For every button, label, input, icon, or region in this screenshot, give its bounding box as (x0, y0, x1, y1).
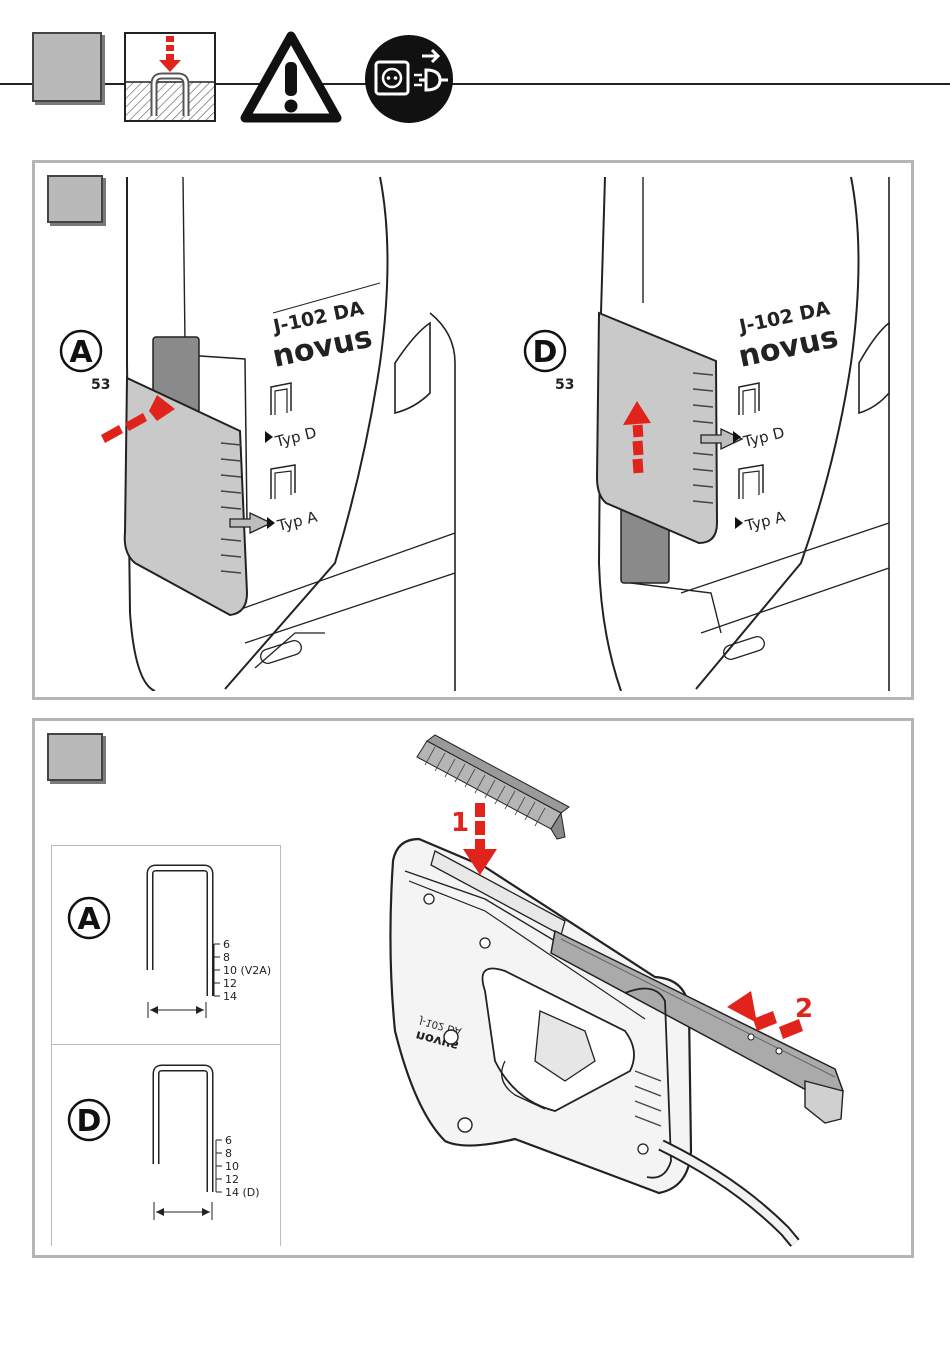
type-d-label-right: Typ D (741, 423, 787, 451)
part-code-53-right: 53 (555, 377, 574, 393)
panel-magazine-type-switch: Typ D Typ A J-102 DA novus A 53 (32, 160, 914, 700)
step-1-label: 1 (451, 808, 469, 838)
size-d-3: 10 (225, 1160, 239, 1173)
panel-staple-loading: A 6 8 10 (V2A) 12 14 (32, 718, 914, 1258)
step-number-box-c (47, 733, 103, 781)
size-d-5: 14 (D) (225, 1186, 260, 1199)
stapler-loading-illustration: novus J-102 DA 1 2 (365, 731, 865, 1247)
size-d-2: 8 (225, 1147, 232, 1160)
step-number-box-header (32, 32, 102, 102)
size-a-2: 8 (223, 951, 230, 964)
size-d-4: 12 (225, 1173, 239, 1186)
unplug-mains-icon (364, 34, 454, 124)
size-a-1: 6 (223, 938, 230, 951)
staple-row-a: A 6 8 10 (V2A) 12 14 (52, 846, 280, 1045)
size-a-5: 14 (223, 990, 237, 1003)
part-code-53: 53 (91, 377, 110, 393)
step-2-label: 2 (795, 994, 813, 1024)
tool-view-type-d: Typ D Typ A J-102 DA novus D 53 (471, 163, 907, 691)
size-a-3: 10 (V2A) (223, 964, 271, 977)
size-a-4: 12 (223, 977, 237, 990)
staple-into-material-icon (124, 32, 216, 122)
tool-view-type-a: Typ D Typ A J-102 DA novus A 53 (35, 163, 465, 691)
size-d-1: 6 (225, 1134, 232, 1147)
type-letter-a: A (69, 335, 93, 370)
staple-letter-d: D (77, 1104, 102, 1139)
type-letter-d: D (533, 335, 558, 370)
staple-letter-a: A (77, 902, 101, 937)
type-d-label: Typ D (273, 423, 319, 451)
staple-types-table: A 6 8 10 (V2A) 12 14 (51, 845, 281, 1246)
staple-strip (417, 735, 569, 839)
staple-row-d: D 6 8 10 12 14 (D) (52, 1044, 280, 1246)
type-a-label: Typ A (275, 507, 320, 535)
warning-icon (240, 30, 342, 124)
type-a-label-right: Typ A (743, 507, 788, 535)
